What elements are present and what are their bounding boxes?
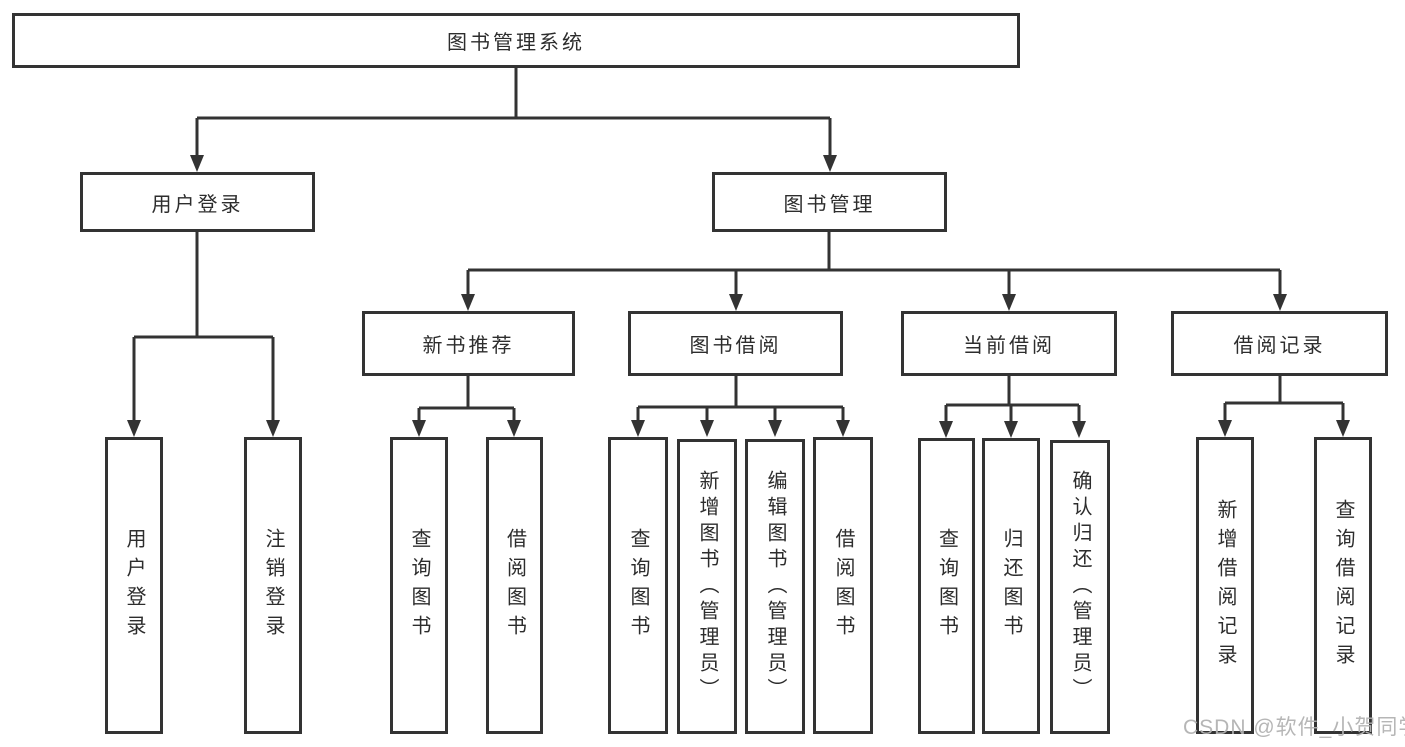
node-book-management: 图书管理 [712, 172, 947, 232]
leaf-borrow-book: 借阅图书 [813, 437, 873, 734]
node-label: 用户登录 [123, 527, 145, 644]
node-label: 图书管理 [783, 193, 876, 216]
connector-root-split [190, 68, 837, 172]
node-label: 新书推荐 [422, 335, 515, 357]
node-label: 新增借阅记录 [1214, 498, 1236, 673]
connector-borrow-record-children [1218, 376, 1350, 437]
node-borrow-record: 借阅记录 [1171, 311, 1388, 376]
leaf-logout: 注销登录 [244, 437, 302, 734]
node-label: 借阅图书 [503, 527, 526, 644]
leaf-return-book: 归还图书 [982, 438, 1040, 734]
leaf-edit-book-admin: 编辑图书（管理员） [745, 439, 805, 734]
node-label: 注销登录 [262, 527, 284, 644]
arrowhead-icon [1072, 421, 1086, 438]
connector-book-management-children [461, 232, 1287, 311]
leaf-current-query-book: 查询图书 [918, 438, 975, 734]
node-label: 归还图书 [1000, 528, 1022, 644]
node-current-borrow: 当前借阅 [901, 311, 1117, 376]
leaf-add-borrow-record: 新增借阅记录 [1196, 437, 1254, 734]
arrowhead-icon [507, 420, 521, 437]
arrowhead-icon [1336, 420, 1350, 437]
node-root-library-system: 图书管理系统 [12, 13, 1020, 68]
node-label: 图书管理系统 [447, 32, 585, 54]
arrowhead-icon [412, 420, 426, 437]
node-label: 查询图书 [408, 527, 430, 644]
node-label: 借阅记录 [1233, 335, 1326, 357]
arrowhead-icon [1218, 420, 1232, 437]
node-label: 编辑图书（管理员） [764, 469, 786, 704]
arrowhead-icon [836, 420, 850, 437]
node-label: 当前借阅 [963, 335, 1055, 357]
leaf-user-login: 用户登录 [105, 437, 163, 734]
arrowhead-icon [939, 421, 953, 438]
node-label: 确认归还（管理员） [1069, 470, 1091, 704]
node-label: 查询借阅记录 [1332, 498, 1354, 673]
connector-current-borrow-children [939, 376, 1086, 438]
node-label: 查询图书 [627, 527, 649, 644]
arrowhead-icon [190, 155, 204, 172]
leaf-borrow-query-book: 查询图书 [608, 437, 668, 734]
leaf-recommend-borrow-book: 借阅图书 [486, 437, 543, 734]
arrowhead-icon [700, 420, 714, 437]
arrowhead-icon [266, 420, 280, 437]
leaf-query-borrow-record: 查询借阅记录 [1314, 437, 1372, 734]
arrowhead-icon [631, 420, 645, 437]
arrowhead-icon [1002, 294, 1016, 311]
connector-book-borrow-children [631, 376, 850, 437]
arrowhead-icon [127, 420, 141, 437]
leaf-recommend-query-book: 查询图书 [390, 437, 448, 734]
node-user-login: 用户登录 [80, 172, 315, 232]
leaf-confirm-return-admin: 确认归还（管理员） [1050, 440, 1110, 734]
node-label: 用户登录 [151, 193, 244, 216]
arrowhead-icon [461, 294, 475, 311]
arrowhead-icon [768, 420, 782, 437]
connector-new-book-children [412, 376, 521, 437]
leaf-add-book-admin: 新增图书（管理员） [677, 439, 737, 734]
node-new-book-recommend: 新书推荐 [362, 311, 575, 376]
arrowhead-icon [729, 294, 743, 311]
csdn-watermark: CSDN @软件_小贺同学 [1183, 716, 1405, 739]
arrowhead-icon [1273, 294, 1287, 311]
node-label: 图书借阅 [689, 335, 782, 357]
node-book-borrow: 图书借阅 [628, 311, 843, 376]
node-label: 新增图书（管理员） [696, 469, 718, 704]
arrowhead-icon [1004, 421, 1018, 438]
arrowhead-icon [823, 155, 837, 172]
node-label: 查询图书 [935, 528, 958, 644]
node-label: 借阅图书 [832, 527, 854, 644]
connector-user-login-children [127, 232, 280, 437]
